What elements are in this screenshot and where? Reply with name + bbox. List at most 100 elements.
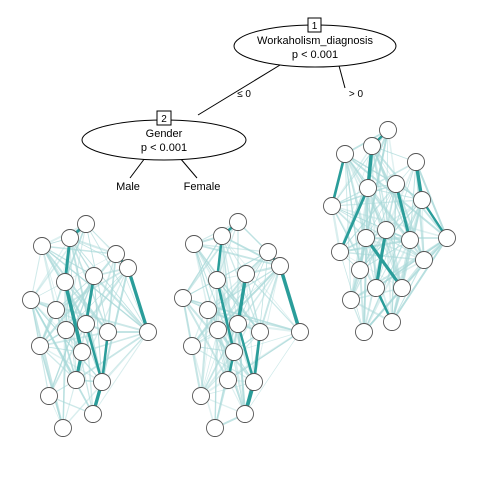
network-edge — [359, 239, 411, 271]
network-edge — [92, 331, 149, 415]
network-edge — [193, 243, 235, 353]
root-node-pvalue: p < 0.001 — [292, 49, 338, 61]
network-node — [401, 231, 419, 249]
network-node — [209, 321, 227, 339]
network-edge — [200, 331, 301, 397]
inner-node-id: 2 — [161, 114, 167, 125]
network-edge — [55, 309, 77, 381]
network-edge — [65, 267, 129, 331]
network-edge-strong — [126, 267, 150, 333]
network-node — [84, 405, 102, 423]
network-edge — [367, 161, 417, 189]
network-node — [192, 387, 210, 405]
network-node — [119, 259, 137, 277]
network-node — [351, 261, 369, 279]
network-node — [415, 251, 433, 269]
network-edge — [359, 269, 365, 333]
network-edge — [30, 245, 43, 301]
network-node — [438, 229, 456, 247]
network-node — [99, 323, 117, 341]
network-node — [357, 229, 375, 247]
network-edge — [207, 251, 269, 311]
network-edge-strong — [215, 279, 236, 353]
network-node — [67, 371, 85, 389]
root-right-edge-label: > 0 — [349, 89, 364, 100]
network-node — [393, 279, 411, 297]
network-node — [40, 387, 58, 405]
network-node — [33, 237, 51, 255]
network-node — [229, 213, 247, 231]
network-node — [359, 179, 377, 197]
network-edge — [182, 235, 223, 299]
network-edge — [344, 153, 352, 301]
network-node — [251, 323, 269, 341]
network-node — [379, 121, 397, 139]
network-edge — [237, 265, 281, 325]
network-node — [57, 321, 75, 339]
network-edge — [75, 267, 129, 381]
network-edge — [363, 237, 367, 333]
network-edge — [69, 237, 149, 333]
network-node — [383, 313, 401, 331]
inner-node-ellipse — [81, 119, 247, 161]
network-node — [225, 343, 243, 361]
network-node — [213, 227, 231, 245]
network-node — [219, 371, 237, 389]
network-edge — [207, 309, 229, 381]
network-edge — [200, 351, 235, 397]
leaf-network-male — [22, 215, 157, 437]
network-edge — [193, 243, 281, 267]
network-edge — [191, 273, 247, 347]
network-node — [208, 271, 226, 289]
network-node — [206, 419, 224, 437]
network-edge — [216, 279, 261, 333]
network-node — [56, 273, 74, 291]
network-node — [342, 291, 360, 309]
root-node-id: 1 — [312, 21, 318, 32]
network-edge-strong — [278, 265, 302, 333]
network-node — [107, 245, 125, 263]
network-edge — [41, 245, 117, 255]
network-edge — [93, 275, 149, 333]
network-edge-strong — [236, 323, 256, 383]
network-edge — [339, 251, 403, 289]
network-edge — [85, 223, 149, 333]
network-edge — [207, 309, 301, 333]
network-edge — [331, 145, 373, 207]
network-edge — [233, 351, 246, 415]
network-edge — [421, 199, 425, 261]
network-edge — [339, 145, 373, 253]
network-edge — [191, 345, 216, 429]
network-node — [77, 315, 95, 333]
network-edge — [371, 145, 403, 289]
network-edge — [350, 259, 425, 301]
network-edge — [344, 153, 377, 289]
network-node — [237, 265, 255, 283]
network-node — [367, 279, 385, 297]
network-node — [93, 373, 111, 391]
inner-left-edge-label: Male — [116, 181, 140, 193]
network-node — [199, 301, 217, 319]
network-edge — [191, 345, 255, 383]
network-edge — [200, 279, 218, 397]
network-edge — [85, 323, 94, 415]
network-node — [355, 323, 373, 341]
network-node — [183, 337, 201, 355]
network-edge — [193, 243, 269, 253]
network-edge — [200, 381, 255, 397]
network-edge — [182, 251, 269, 299]
inner-right-edge-label: Female — [184, 181, 221, 193]
network-edge-strong — [338, 187, 370, 253]
root-left-edge-label: ≤ 0 — [237, 89, 251, 100]
leaf-network-female — [174, 213, 309, 437]
network-node — [413, 191, 431, 209]
network-node — [259, 243, 277, 261]
network-edge — [39, 253, 117, 347]
network-node — [22, 291, 40, 309]
network-node — [174, 289, 192, 307]
network-node — [331, 243, 349, 261]
network-edge-strong — [63, 281, 84, 353]
network-edge — [221, 235, 301, 333]
network-node — [229, 315, 247, 333]
network-edge — [367, 187, 423, 201]
